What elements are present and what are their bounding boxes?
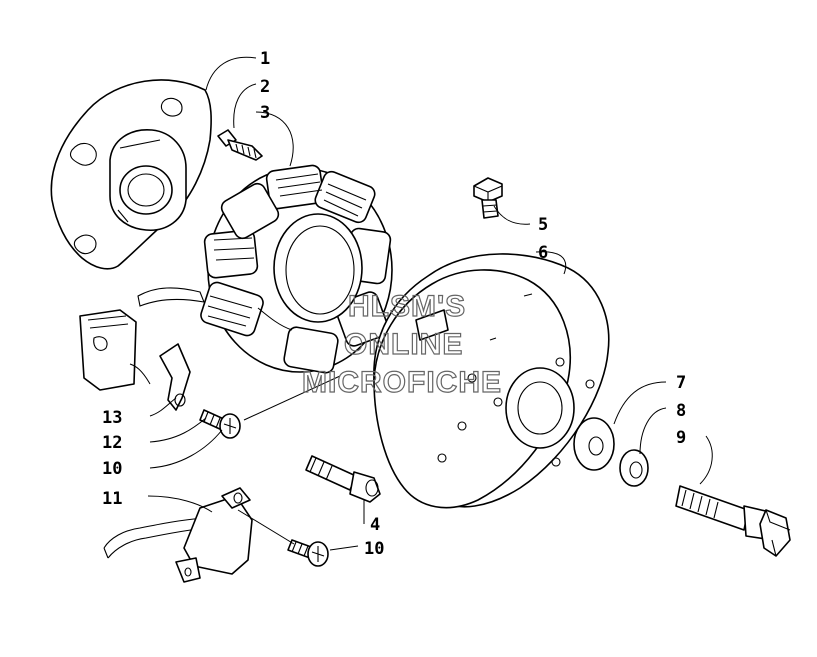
screw-10-upper bbox=[199, 409, 241, 439]
watermark-line-3: MICROFICHE bbox=[302, 366, 502, 399]
bolt-4 bbox=[243, 375, 381, 503]
callout-11: 11 bbox=[102, 489, 122, 509]
callout-1: 1 bbox=[260, 49, 270, 69]
callout-7: 7 bbox=[676, 373, 686, 393]
screw-2 bbox=[217, 129, 263, 161]
callout-10-upper: 10 bbox=[102, 459, 122, 479]
flywheel-bolt-9 bbox=[675, 485, 791, 557]
callout-4: 4 bbox=[370, 515, 380, 535]
washer-7 bbox=[573, 417, 615, 471]
cover-13 bbox=[79, 309, 137, 391]
stator-coil bbox=[137, 164, 393, 374]
callout-labels: 1 2 3 4 5 6 7 8 9 10 10 11 12 13 bbox=[102, 49, 686, 559]
clamp-12 bbox=[159, 343, 191, 411]
lock-washer-8 bbox=[619, 449, 649, 487]
callout-5: 5 bbox=[538, 215, 548, 235]
leader-lines bbox=[129, 56, 713, 551]
callout-10-lower: 10 bbox=[364, 539, 384, 559]
callout-12: 12 bbox=[102, 433, 122, 453]
bolt-5 bbox=[473, 177, 503, 219]
callout-13: 13 bbox=[102, 408, 122, 428]
callout-6: 6 bbox=[538, 243, 548, 263]
callout-3: 3 bbox=[260, 103, 270, 123]
screw-10-lower bbox=[287, 539, 329, 567]
watermark-line-1: HLSM'S bbox=[348, 290, 466, 323]
callout-2: 2 bbox=[260, 77, 270, 97]
flywheel bbox=[373, 253, 610, 509]
watermark: HLSM'S ONLINE MICROFICHE bbox=[301, 289, 502, 399]
callout-9: 9 bbox=[676, 428, 686, 448]
callout-8: 8 bbox=[676, 401, 686, 421]
pulser-coil-11 bbox=[103, 487, 253, 583]
stator-base-plate bbox=[50, 79, 212, 270]
watermark-line-2: ONLINE bbox=[344, 328, 463, 361]
